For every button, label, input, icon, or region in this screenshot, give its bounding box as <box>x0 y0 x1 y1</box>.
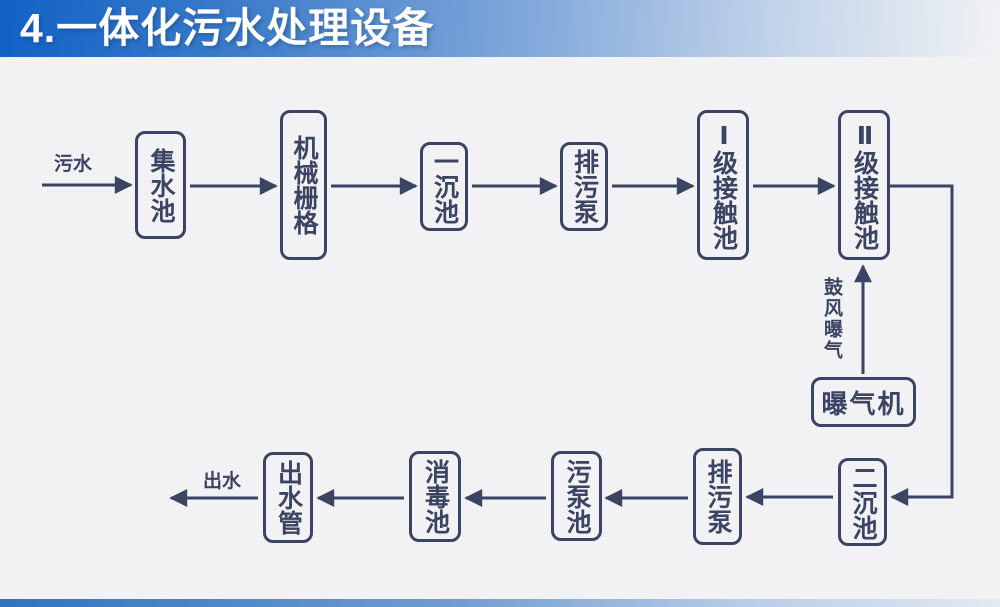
node-mechanical-grid: 机械栅格 <box>280 110 327 260</box>
connector-level2-to-secondary <box>890 184 954 506</box>
node-collection-tank: 集水池 <box>135 131 186 239</box>
node-secondary-sedimentation: 二沉池 <box>838 458 887 546</box>
node-level1-contact-tank: Ⅰ级接触池 <box>697 110 749 260</box>
node-sewage-pump-bottom: 排污泵 <box>693 448 742 545</box>
page-title: 4.一体化污水处理设备 <box>20 5 435 51</box>
node-level2-contact-tank: Ⅱ级接触池 <box>838 110 890 260</box>
outlet-label: 出水 <box>202 471 241 492</box>
title-banner: 4.一体化污水处理设备 <box>0 0 1000 57</box>
aeration-label: 鼓风曝气 <box>821 276 842 361</box>
node-aerator: 曝气机 <box>811 377 916 427</box>
node-primary-sedimentation: 一沉池 <box>420 142 468 231</box>
bottom-accent-bar <box>0 599 1000 607</box>
inlet-label: 污水 <box>53 154 92 175</box>
node-sewage-pump-top: 排污泵 <box>560 142 608 231</box>
node-outlet-pipe: 出水管 <box>263 452 313 543</box>
node-disinfection-tank: 消毒池 <box>409 451 461 542</box>
node-sludge-pump-tank: 污泵池 <box>551 451 602 541</box>
